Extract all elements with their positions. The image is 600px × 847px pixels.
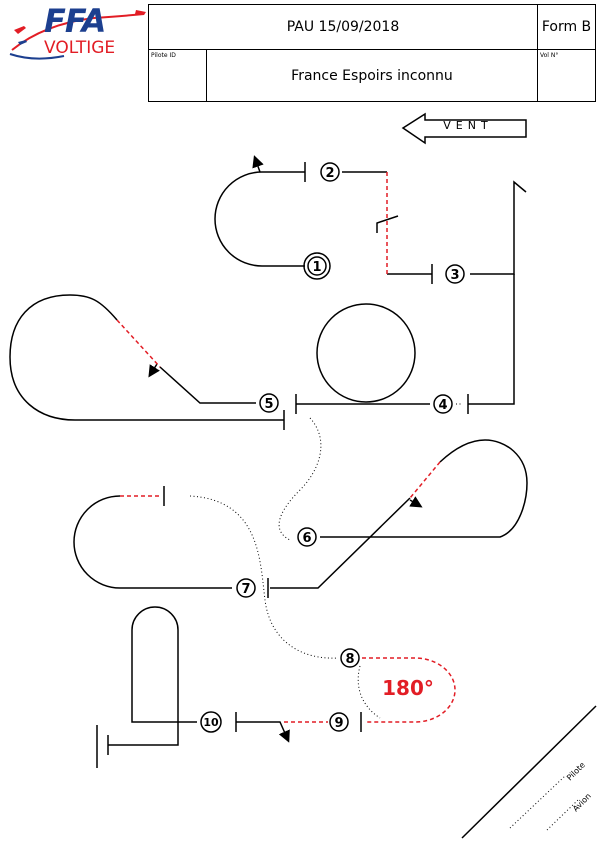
figure-number-8: [340, 648, 360, 668]
figure-label-8: 8: [345, 652, 354, 667]
figure-label-2: 2: [325, 166, 334, 181]
figure-label-6: 6: [302, 531, 311, 546]
figure-label-1: 1: [312, 260, 321, 275]
figure-6-arrow: [409, 496, 423, 508]
corner-diagonal-line: [461, 705, 597, 839]
ffa-voltige-logo: FFA VOLTIGE: [4, 2, 150, 66]
figure-5-teardrop: [9, 294, 284, 421]
figure-7-line: [73, 495, 232, 589]
figure-number-6: [297, 527, 317, 547]
figure-2-roll-flag: [376, 215, 399, 233]
figure-number-1: [307, 256, 327, 276]
connector-7-8: [189, 495, 339, 659]
figure-number-10: [200, 711, 222, 733]
logo-ffa-text: FFA: [44, 2, 106, 40]
figure-5-line: [159, 366, 256, 404]
figure-1-line: [214, 171, 305, 267]
figure-6-diagonal: [270, 497, 411, 589]
program-name: France Espoirs inconnu: [291, 68, 453, 84]
corner-plane-dots: [546, 799, 579, 831]
logo-voltige-text: VOLTIGE: [44, 38, 116, 58]
figure-label-9: 9: [334, 716, 343, 731]
figure-1-start-ring: [303, 252, 331, 280]
figure-label-4: 4: [438, 398, 447, 413]
program-name-box: France Espoirs inconnu: [206, 49, 538, 102]
wind-label: VENT: [443, 119, 493, 132]
form-label: Form B: [541, 19, 592, 35]
figure-number-5: [259, 393, 279, 413]
figure-8-rotation-loop: [362, 657, 456, 723]
connector-8-9: [357, 665, 381, 719]
figure-5-arrow: [148, 363, 160, 378]
figure-label-5: 5: [264, 397, 273, 412]
figure-number-9: [329, 712, 349, 732]
figure-number-7: [236, 578, 256, 598]
figure-9-line: [236, 721, 290, 743]
figure-5-dashed-segment: [116, 319, 161, 368]
figure-number-2: [320, 162, 340, 182]
figure-6-dashed-segment: [409, 461, 441, 499]
rotation-180-label: 180°: [382, 676, 434, 700]
figure-4-loop: [316, 303, 416, 403]
figure-4-vertical-line: [468, 274, 515, 405]
corner-pilot-dots: [509, 775, 566, 829]
form-box: Form B: [537, 4, 596, 50]
pilot-id-box: Pilote ID: [148, 49, 207, 102]
logo-planes-graphic: [9, 10, 146, 60]
figure-label-3: 3: [450, 268, 459, 283]
connector-5-6: [278, 417, 322, 541]
figure-label-7: 7: [241, 582, 250, 597]
figure-1-entry-arrow: [252, 155, 264, 173]
figure-number-3: [445, 264, 465, 284]
figure-number-4: [433, 394, 453, 414]
figure-6-line: [320, 439, 528, 538]
wind-arrow: [401, 112, 527, 145]
vol-label: Vol N°: [540, 52, 559, 59]
figure-label-10: 10: [203, 716, 219, 729]
figure-3-line: [470, 180, 527, 275]
vol-box: Vol N°: [537, 49, 596, 102]
figure-10-line: [108, 606, 197, 746]
pilot-id-label: Pilote ID: [151, 52, 176, 59]
competition-date: PAU 15/09/2018: [286, 19, 400, 35]
